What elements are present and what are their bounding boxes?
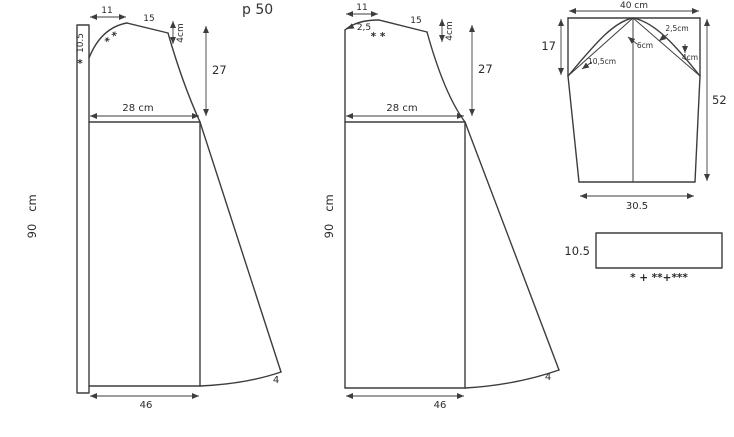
back-neck-depth-label: 10.5 <box>76 33 86 53</box>
sleeve-right-seam <box>695 76 700 182</box>
front-length-unit-label: cm <box>322 194 336 212</box>
back-shoulder-drop-label: 4cm <box>176 23 186 42</box>
front-shoulder-drop-label: 4cm <box>445 21 455 40</box>
back-neck-width-label: 11 <box>101 6 112 16</box>
front-bust-label: 28 cm <box>386 103 417 114</box>
back-length-unit-label: cm <box>25 194 39 212</box>
back-shoulder-line <box>127 23 168 33</box>
front-neck-width-label: 11 <box>356 3 367 13</box>
back-bust-label: 28 cm <box>122 103 153 114</box>
back-fold-mark: * <box>77 58 83 70</box>
waistband-piece: 10.5 * + **+*** <box>564 233 722 284</box>
front-hem-label: 46 <box>434 400 447 411</box>
waistband-match-marks: * + **+*** <box>630 272 688 284</box>
back-shoulder-label: 15 <box>143 14 154 24</box>
front-length-label: 90 <box>322 224 336 239</box>
sleeve-note-upper-right-label: 2,5cm <box>665 24 688 33</box>
front-shoulder-label: 15 <box>410 16 421 26</box>
sleeve-note-right-label: 4cm <box>682 53 698 62</box>
sleeve-top-width-label: 40 cm <box>620 1 648 11</box>
front-flare-seam <box>465 122 559 370</box>
back-hem-label: 46 <box>140 400 153 411</box>
sleeve-note-lower-left-label: 10,5cm <box>588 57 616 66</box>
sleeve-length-label: 52 <box>712 93 727 107</box>
front-piece: 11 2,5 * * 15 4cm 27 28 cm cm 90 46 4 <box>322 3 559 411</box>
front-flare-label: 4 <box>545 372 551 383</box>
page-title: p 50 <box>242 2 273 18</box>
front-neck-depth-label: 2,5 <box>357 23 371 33</box>
sleeve-cap-height-label: 17 <box>541 39 556 53</box>
back-fold-strip <box>77 25 89 393</box>
back-armhole-curve <box>168 33 200 122</box>
sleeve-piece: 40 cm 17 52 30.5 10,5cm 6cm 2,5cm 4cm <box>541 1 726 212</box>
waistband-outline <box>596 233 722 268</box>
sleeve-note-middle-label: 6cm <box>637 41 653 50</box>
back-armhole-depth-label: 27 <box>212 63 227 77</box>
back-hem-curve <box>200 372 281 386</box>
back-piece: 11 10.5 * * * 15 4cm 27 28 cm cm 90 46 4 <box>25 6 281 411</box>
sleeve-left-seam <box>568 76 579 182</box>
back-length-label: 90 <box>25 224 39 239</box>
waistband-height-label: 10.5 <box>564 244 590 258</box>
front-armhole-depth-label: 27 <box>478 62 493 76</box>
sleeve-bottom-width-label: 30.5 <box>626 201 648 212</box>
front-neck-notch-marks: * * <box>371 31 386 43</box>
back-flare-label: 4 <box>273 375 279 386</box>
front-armhole-curve <box>427 32 465 122</box>
back-flare-seam <box>200 122 281 372</box>
back-neck-notch-marks: * * <box>103 29 122 48</box>
